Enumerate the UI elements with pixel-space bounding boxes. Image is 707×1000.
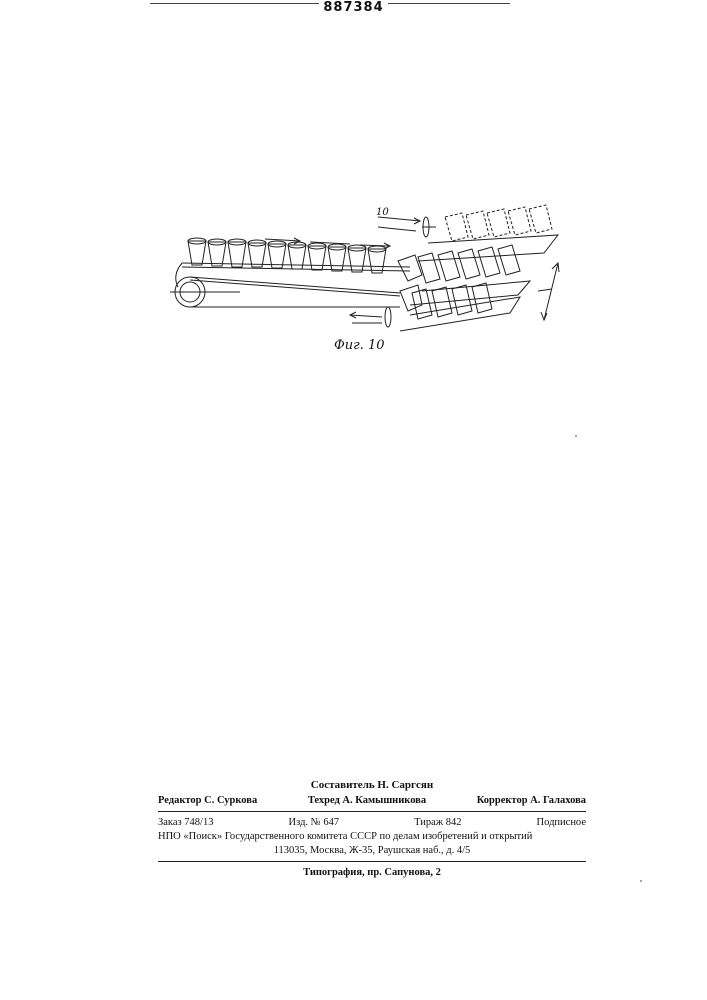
colophon-rule-1: [158, 811, 586, 812]
printer-line: Типография, пр. Сапунова, 2: [158, 866, 586, 880]
belt-lower: [190, 277, 400, 293]
figure-caption: Фиг. 10: [334, 338, 385, 353]
transfer-cones: [398, 255, 422, 311]
lens-lower: [350, 307, 391, 327]
cone-row: [188, 241, 386, 273]
edition: Изд. № 647: [289, 816, 340, 830]
address-line: 113035, Москва, Ж-35, Раушская наб., д. …: [158, 844, 586, 858]
figure-ref-label: 10: [376, 207, 389, 218]
belt-lower-2: [190, 280, 400, 296]
patent-number: 887384: [0, 0, 707, 15]
order: Заказ 748/13: [158, 816, 213, 830]
compiler: Составитель Н. Саргсян: [158, 778, 586, 792]
order-row: Заказ 748/13 Изд. № 647 Тираж 842 Подпис…: [158, 816, 586, 830]
scan-speck: [575, 435, 577, 437]
subscription: Подписное: [537, 816, 586, 830]
colophon-rule-2: [158, 861, 586, 862]
editorial-row: Редактор С. Суркова Техред А. Камышников…: [158, 794, 586, 808]
belt-wrap: [176, 263, 182, 287]
editor: Редактор С. Суркова: [158, 794, 257, 808]
circulation: Тираж 842: [414, 816, 461, 830]
upper-tray: [418, 205, 558, 261]
colophon: Составитель Н. Саргсян Редактор С. Сурко…: [158, 778, 586, 880]
lens-upper: [378, 217, 436, 237]
scan-speck: [640, 880, 642, 882]
techred: Техред А. Камышникова: [308, 794, 426, 808]
vertical-arrow: [538, 263, 559, 320]
organization-line: НПО «Поиск» Государственного комитета СС…: [158, 830, 586, 844]
corrector: Корректор А. Галахова: [477, 794, 586, 808]
